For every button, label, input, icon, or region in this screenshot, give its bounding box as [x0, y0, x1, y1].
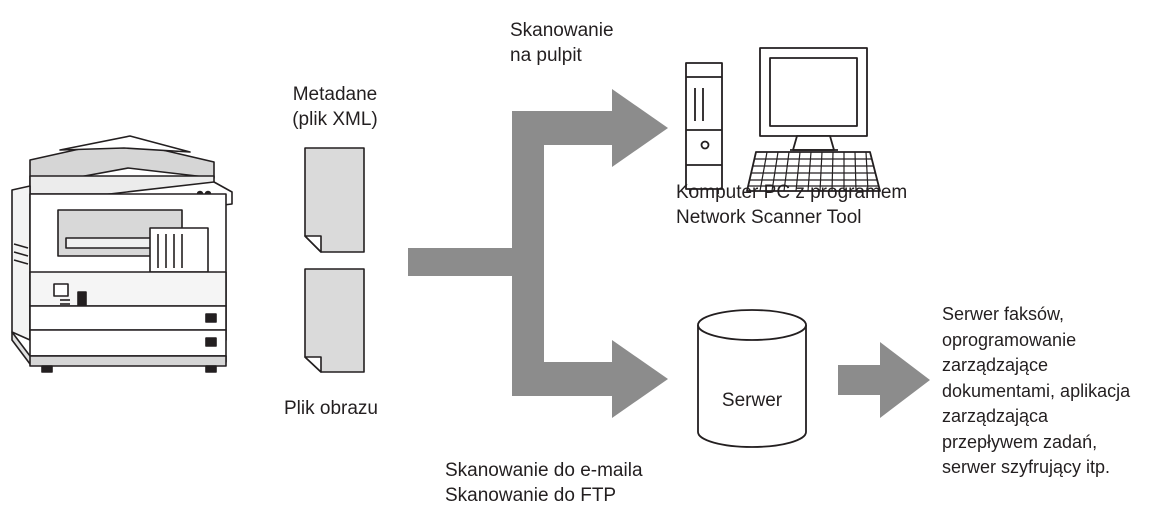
metadata-label: Metadane (plik XML): [292, 84, 378, 130]
image-document-icon: [304, 268, 365, 373]
destinations-label: Serwer faksów, oprogramowanie zarządzają…: [942, 304, 1131, 477]
scan-to-email-ftp-label: Skanowanie do e-maila Skanowanie do FTP: [445, 460, 643, 506]
output-arrow: [838, 342, 930, 418]
scan-to-desktop-label: Skanowanie na pulpit: [510, 20, 614, 66]
server-cylinder-icon: [697, 309, 807, 448]
branch-arrow: [408, 89, 668, 418]
image-file-label: Plik obrazu: [284, 398, 378, 419]
metadata-document-icon: [304, 147, 365, 253]
keyboard-keys: [749, 151, 879, 192]
pc-label: Komputer PC z programem Network Scanner …: [676, 182, 908, 228]
desktop-computer-icon: [685, 47, 881, 194]
server-label: Serwer: [721, 390, 783, 411]
copier-icon: [11, 135, 233, 373]
